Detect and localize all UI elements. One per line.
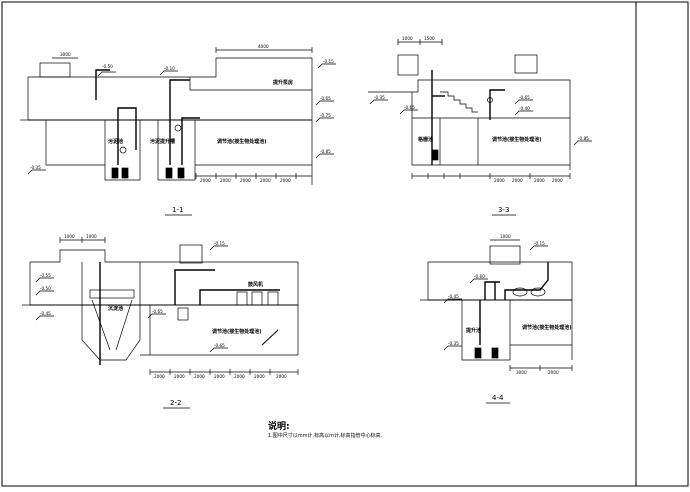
elev-0: -0.15 <box>534 241 545 246</box>
tank-collect-label: 污泥池 <box>108 138 123 145</box>
section-title-3-3: 3-3 <box>498 206 509 214</box>
elev-1: -0.60 <box>474 274 485 279</box>
elev-6: -0.35 <box>30 165 41 170</box>
elev-4: -0.75 <box>320 113 331 118</box>
section-2-2: 1000 1000 2000 2000 2000 2000 2 <box>22 234 299 409</box>
dim-bottom-4: 2000 <box>234 374 245 379</box>
section-title-2-2: 2-2 <box>170 399 181 407</box>
notes-title: 说明: <box>268 422 290 432</box>
elev-3: -0.65 <box>404 105 415 110</box>
elev-2: -0.45 <box>448 294 459 299</box>
elev-5: -0.65 <box>214 343 225 348</box>
dim-bottom-6: 2000 <box>276 374 287 379</box>
dim-bottom-3: 2000 <box>552 178 563 183</box>
dim-bottom-2: 2000 <box>534 178 545 183</box>
elev-3: -0.65 <box>320 96 331 101</box>
tank-lift-label: 污泥提升槽 <box>150 138 175 145</box>
dim-bottom-1: 2000 <box>174 374 185 379</box>
elev-1: -0.65 <box>519 95 530 100</box>
elev-3: -0.65 <box>152 309 163 314</box>
elev-5: -0.85 <box>320 149 331 154</box>
elev-0: -0.35 <box>374 95 385 100</box>
tank-adjust-label: 调节池(接生物处理池) <box>217 138 267 145</box>
tank-adjust-label: 调节池(接生物处理池) <box>522 324 572 331</box>
elev-2: -0.40 <box>519 106 530 111</box>
elev-0: -0.15 <box>323 59 334 64</box>
dim-bottom-1: 2000 <box>548 370 559 375</box>
blower-label: 鼓风机 <box>248 281 263 288</box>
dim-top-0: 3000 <box>60 52 71 57</box>
dim-bottom-0: 2000 <box>494 178 505 183</box>
dim-bottom-3: 2000 <box>214 374 225 379</box>
dim-bottom-1: 2000 <box>512 178 523 183</box>
elev-2: -0.50 <box>102 64 113 69</box>
dim-bottom-3: 2000 <box>260 178 271 183</box>
elev-1: -0.55 <box>40 273 51 278</box>
dim-top-0: 1000 <box>500 234 511 239</box>
section-1-1: 4000 3000 2000 200 <box>20 44 336 216</box>
elev-1: -0.10 <box>164 66 175 71</box>
tank-adjust-label: 调节池(接生物处理池) <box>212 328 262 335</box>
dim-bottom-0: 2000 <box>154 374 165 379</box>
tank-settle-label: 沉淀池 <box>108 305 123 312</box>
dim-bottom-2: 2000 <box>194 374 205 379</box>
room-pump-label: 提升泵房 <box>273 79 293 86</box>
notes-line-1: 1.图中尺寸以mm计,标高以m计,标高指管中心标高. <box>268 433 383 439</box>
elev-4: -0.85 <box>578 136 589 141</box>
section-4-4: 1000 3000 2000 -0.15 -0.60 -0.45 -0.35 <box>420 234 573 404</box>
tank-lift-label: 提升池 <box>466 327 481 334</box>
elev-3: -0.35 <box>448 341 459 346</box>
section-3-3: 1000 1500 2000 2000 2000 2000 -0.35 -0.6… <box>368 36 592 216</box>
elev-2: -0.50 <box>40 286 51 291</box>
elev-4: -0.45 <box>40 311 51 316</box>
dim-bottom-2: 2000 <box>240 178 251 183</box>
tank-hold-label: 格栅池 <box>418 136 433 143</box>
dim-bottom-0: 2000 <box>200 178 211 183</box>
section-title-1-1: 1-1 <box>172 206 183 214</box>
dim-top-1: 1000 <box>86 234 97 239</box>
dim-top-0: 1000 <box>64 234 75 239</box>
dim-bottom-1: 2000 <box>220 178 231 183</box>
elev-0: -0.15 <box>214 241 225 246</box>
section-title-4-4: 4-4 <box>492 394 504 402</box>
tank-adjust-label: 调节池(接生物处理池) <box>492 136 542 143</box>
dim-bottom-5: 2000 <box>254 374 265 379</box>
dim-bottom-0: 3000 <box>516 370 527 375</box>
dim-top-1: 1500 <box>424 36 435 41</box>
dim-top-1: 4000 <box>258 44 269 49</box>
dim-bottom-4: 2000 <box>280 178 291 183</box>
dim-top-0: 1000 <box>402 36 413 41</box>
